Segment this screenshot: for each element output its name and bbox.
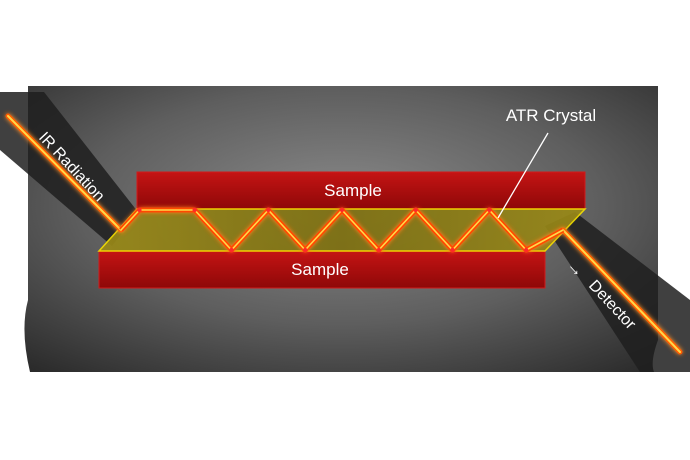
ir-beam [5, 113, 683, 355]
reflection-point [487, 207, 492, 213]
crystal-leader-line [497, 132, 549, 219]
sample-top [136, 171, 586, 210]
input-beam-channel [0, 92, 138, 246]
crystal-label: ATR Crystal [506, 106, 596, 125]
reflection-point [192, 207, 197, 213]
atr-crystal [97, 208, 587, 252]
reflection-point [450, 247, 455, 253]
sample-bottom-label: Sample [291, 260, 349, 279]
reflection-point [137, 207, 142, 213]
internal-reflection-path [119, 207, 565, 253]
reflection-point [413, 207, 418, 213]
sample-bottom [98, 250, 546, 289]
reflection-point [339, 207, 345, 213]
sample-top-label: Sample [324, 181, 382, 200]
reflection-point [266, 207, 271, 213]
reflection-point [302, 247, 308, 253]
reflection-point [523, 247, 529, 253]
reflection-point [229, 247, 234, 253]
reflection-point [376, 247, 382, 253]
